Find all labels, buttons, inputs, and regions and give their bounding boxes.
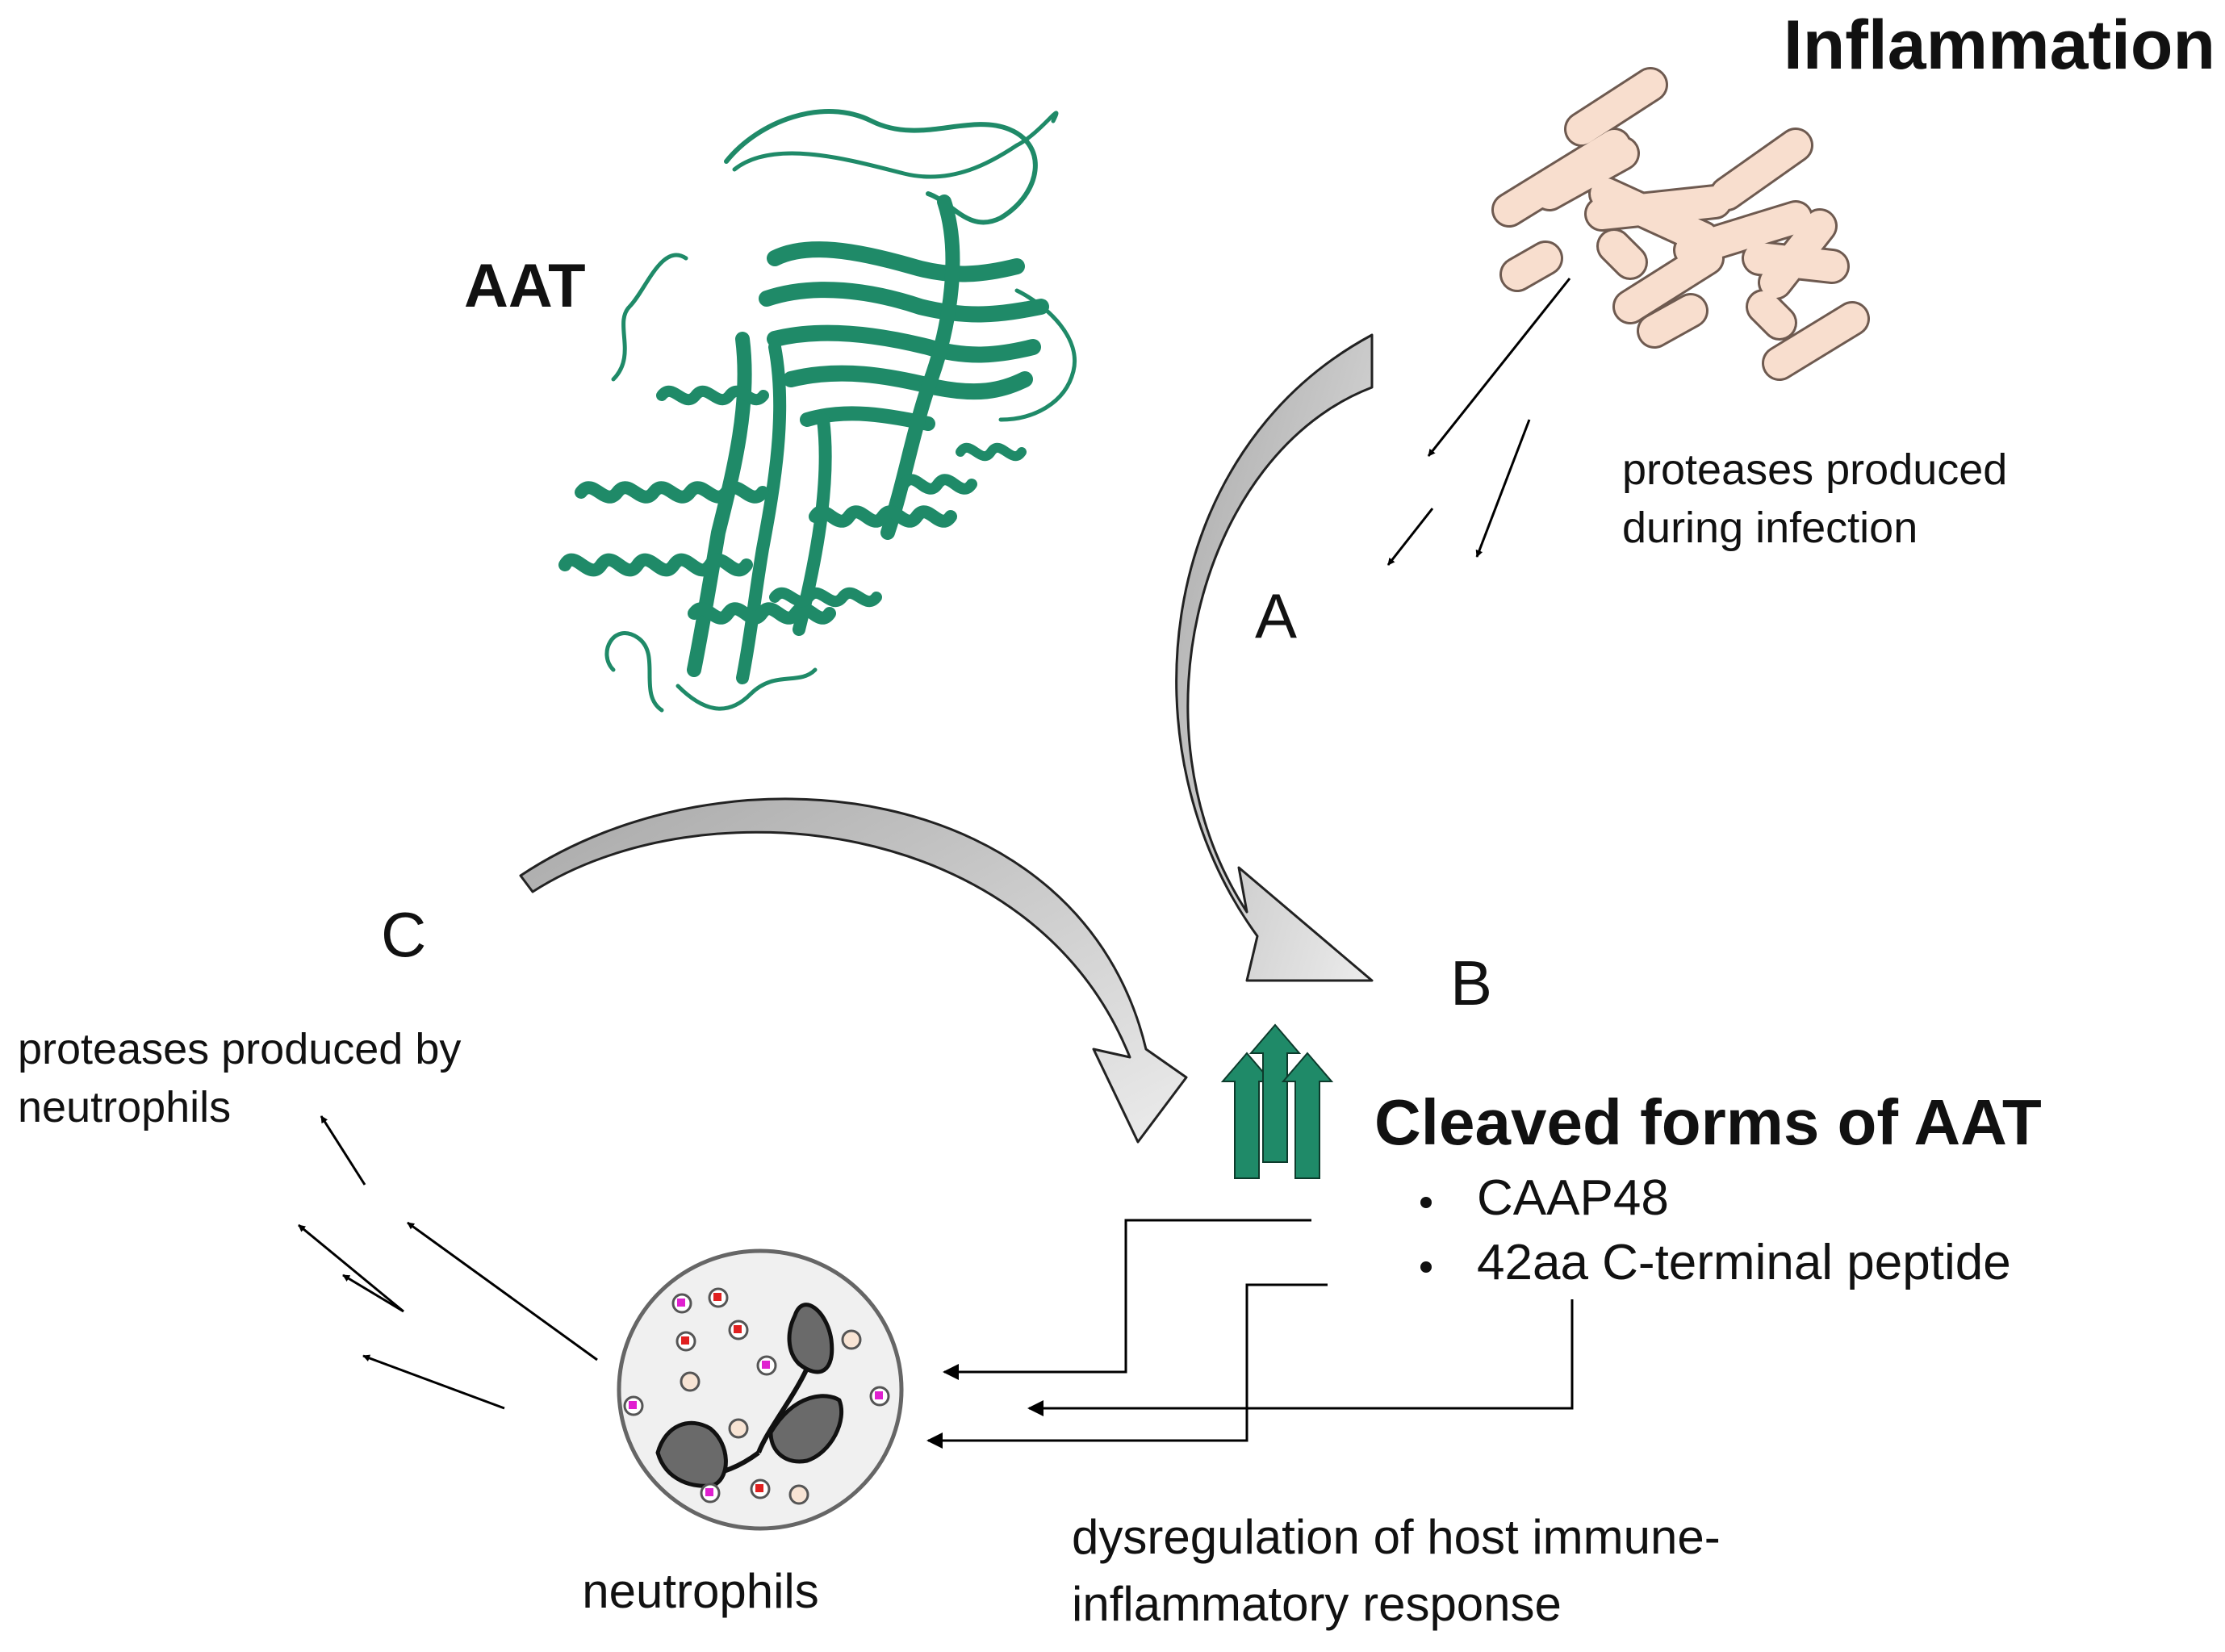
inflammation-title: Inflammation — [1784, 6, 2215, 84]
neutrophil-protease-arrows — [298, 1115, 598, 1410]
cleaved-forms-title: Cleaved forms of AAT — [1374, 1086, 2042, 1158]
bullet-dot-2 — [1420, 1261, 1432, 1273]
aat-label: AAT — [464, 252, 586, 320]
dysregulation-label-line1: dysregulation of host immune- — [1072, 1510, 1721, 1564]
bullet-dot-1 — [1420, 1197, 1432, 1208]
neutrophil-cell-icon — [617, 1248, 904, 1531]
nucleus-lobe-1 — [787, 1303, 834, 1374]
nucleus-lobe-2 — [768, 1394, 844, 1464]
neutrophil-proteases-label-line2: neutrophils — [18, 1083, 231, 1131]
curved-arrow-a-to-b — [1175, 333, 1374, 982]
curved-arrow-c-to-b — [519, 797, 1188, 1144]
step-c-label: C — [381, 899, 426, 970]
bullet-caap48: CAAP48 — [1477, 1170, 1669, 1226]
triple-up-arrows-icon — [1220, 1023, 1334, 1179]
feedback-arrows — [926, 1219, 1574, 1449]
infection-protease-arrows — [1386, 278, 1571, 566]
step-b-label: B — [1450, 947, 1492, 1018]
aat-protein-ribbon-icon — [558, 109, 1077, 713]
bacteria-cluster-icon — [1491, 67, 1870, 381]
step-a-label: A — [1255, 580, 1297, 651]
nucleus-lobe-3 — [655, 1420, 728, 1488]
infection-proteases-label-line2: during infection — [1622, 504, 1918, 552]
neutrophils-label: neutrophils — [582, 1564, 819, 1618]
dysregulation-label-line2: inflammatory response — [1072, 1577, 1562, 1631]
infection-proteases-label-line1: proteases produced — [1622, 445, 2007, 494]
cleaved-forms-list: CAAP48 42aa C-terminal peptide — [1420, 1170, 2011, 1290]
bullet-42aa-peptide: 42aa C-terminal peptide — [1477, 1235, 2011, 1290]
neutrophil-proteases-label-line1: proteases produced by — [18, 1025, 461, 1073]
